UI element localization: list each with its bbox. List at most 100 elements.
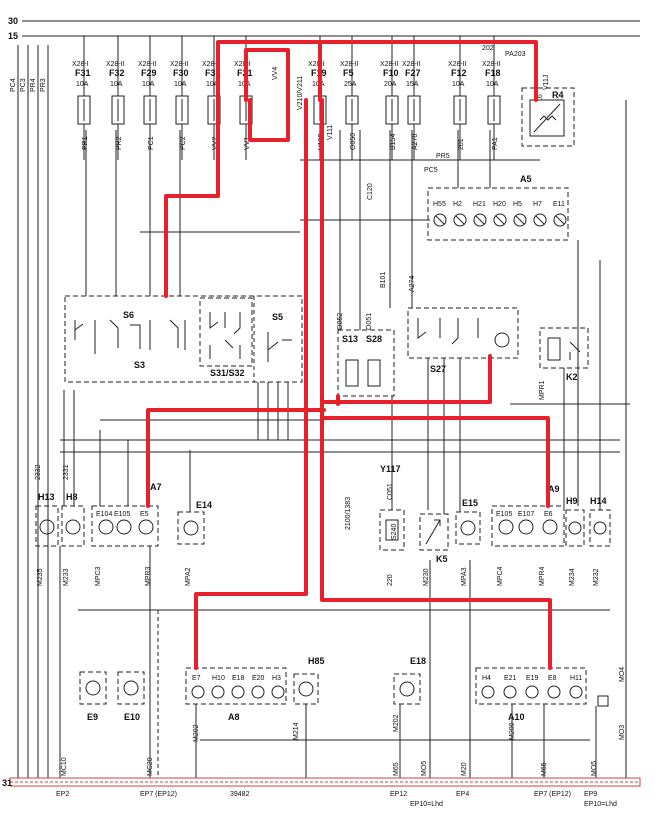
s5-label: S5 xyxy=(272,312,283,322)
h13-label: H13 xyxy=(38,492,55,502)
ground-ref-label: EP7 (EP12) xyxy=(534,791,571,798)
s31-label: S31/S32 xyxy=(210,368,245,378)
a9-pin-2: E107 xyxy=(518,511,534,518)
s13-label: S13 xyxy=(342,334,358,344)
a8-label: A8 xyxy=(228,712,240,722)
fuse-connector-label: X28-II xyxy=(482,61,501,68)
wire-v11j-label: V11J xyxy=(543,75,550,90)
wire-mc10-label: MC10 xyxy=(61,757,68,776)
a7-pin-3: E5 xyxy=(140,511,149,518)
fuse-wire-label: A270 xyxy=(412,134,419,150)
wire-m214-label: M214 xyxy=(293,722,300,740)
wire-pa203-label: PA203 xyxy=(505,51,526,58)
wire-v111-label: V111 xyxy=(327,125,334,140)
a9-pin-3: E6 xyxy=(544,511,553,518)
wire-220-label: 220 xyxy=(387,574,394,586)
a5-pin-label: H5 xyxy=(513,201,522,208)
e10-label: E10 xyxy=(124,712,140,722)
a5-pin-label: H20 xyxy=(493,201,506,208)
a5-pin-h2: H2 xyxy=(453,201,467,227)
wire-2331-label: 2331 xyxy=(63,464,70,480)
a10-pin-e21: E21 xyxy=(503,675,517,699)
ground-ref-label: EP7 (EP12) xyxy=(140,791,177,798)
a8-pin-label: E20 xyxy=(252,675,265,682)
a5-pin-label: H55 xyxy=(433,201,446,208)
wire-m05-label: MO5 xyxy=(421,761,428,776)
a10-pin-label: E8 xyxy=(548,675,557,682)
ground-ref-label: 39482 xyxy=(230,791,250,798)
wire-m230-label: M230 xyxy=(423,568,430,586)
a8-pin-e18: E18 xyxy=(231,675,245,699)
fuse-wire-label: VV2 xyxy=(212,137,219,150)
fuse-id-label: F32 xyxy=(109,68,125,78)
a5-pin-label: H2 xyxy=(453,201,462,208)
e18-label: E18 xyxy=(410,656,426,666)
ground-31-label: 31 xyxy=(2,778,12,788)
fuse-connector-label: X28-II xyxy=(106,61,125,68)
fuse-amp-label: 25A xyxy=(344,81,357,88)
switch-s27: S27 xyxy=(407,307,519,374)
wire-mpa3-label: MPA3 xyxy=(461,567,468,586)
fuse-id-label: F5 xyxy=(343,68,354,78)
wire-c120-label: C120 xyxy=(367,183,374,200)
bus-30-label: 30 xyxy=(8,16,18,26)
a10-pin-h4: H4 xyxy=(481,675,495,699)
a7-pin-1: E104 xyxy=(96,511,112,518)
wire-m20-label: M20 xyxy=(461,762,468,776)
fuse-wire-label: PA1 xyxy=(492,137,499,150)
wire-pr3-label: PR3 xyxy=(40,78,47,92)
wire-m65-label: M65 xyxy=(393,762,400,776)
a5-pin-label: H7 xyxy=(533,201,542,208)
a10-pin-label: H4 xyxy=(482,675,491,682)
a5-pin-h7: H7 xyxy=(533,201,547,227)
wire-mpr3-label: MPR3 xyxy=(145,566,152,586)
s6-label: S6 xyxy=(123,310,134,320)
bus-15-label: 15 xyxy=(8,31,18,41)
wire-pc5-label: PC5 xyxy=(424,167,438,174)
wire-mo4-label: MO4 xyxy=(619,667,626,682)
wire-pc4-label: PC4 xyxy=(10,78,17,92)
wire-mpa2-label: MPA2 xyxy=(185,567,192,586)
a10-label: A10 xyxy=(508,712,525,722)
a10-pin-e19: E19 xyxy=(525,675,539,699)
a5-label: A5 xyxy=(520,174,532,184)
fuse-amp-label: 10A xyxy=(110,81,123,88)
relay-k2: K2 xyxy=(539,327,589,382)
ground-ref-label: EP9 xyxy=(584,791,597,798)
a10-pin-label: H11 xyxy=(570,675,582,682)
fuse-wire-label: PC2 xyxy=(180,136,187,150)
fuse-connector-label: X28-I xyxy=(234,61,251,68)
wire-m235-label: M235 xyxy=(37,568,44,586)
fuse-connector-label: X28-II xyxy=(138,61,157,68)
wire-c051-label: C051 xyxy=(387,483,394,500)
wire-m234-label: M234 xyxy=(569,568,576,586)
a8-pin-label: H10 xyxy=(212,675,225,682)
a10-pin-e8: E8 xyxy=(547,675,561,699)
fuse-wire-label: PR2 xyxy=(116,136,123,150)
fuse-id-label: F12 xyxy=(451,68,467,78)
ground-ref-label: EP12 xyxy=(390,791,407,798)
wire-pr5-label: PR5 xyxy=(436,153,450,160)
body-wires xyxy=(59,100,630,778)
fuse-connector-label: X28-I xyxy=(308,61,325,68)
a7-pin-2: E105 xyxy=(114,511,130,518)
ground-ref-label: EP4 xyxy=(456,791,469,798)
h14-label: H14 xyxy=(590,496,607,506)
fuse-id-label: F30 xyxy=(173,68,189,78)
wire-mo3-label: MO3 xyxy=(619,725,626,740)
wire-vv4-label: VV4 xyxy=(272,67,279,80)
fuse-wire-label: PC1 xyxy=(148,136,155,150)
fuse-connector-label: X28-II xyxy=(340,61,359,68)
a9-label: A9 xyxy=(548,484,560,494)
ground-bar: 31 xyxy=(2,777,641,788)
switch-block-s6: S6 S3 S31/S32 S5 xyxy=(64,295,303,383)
